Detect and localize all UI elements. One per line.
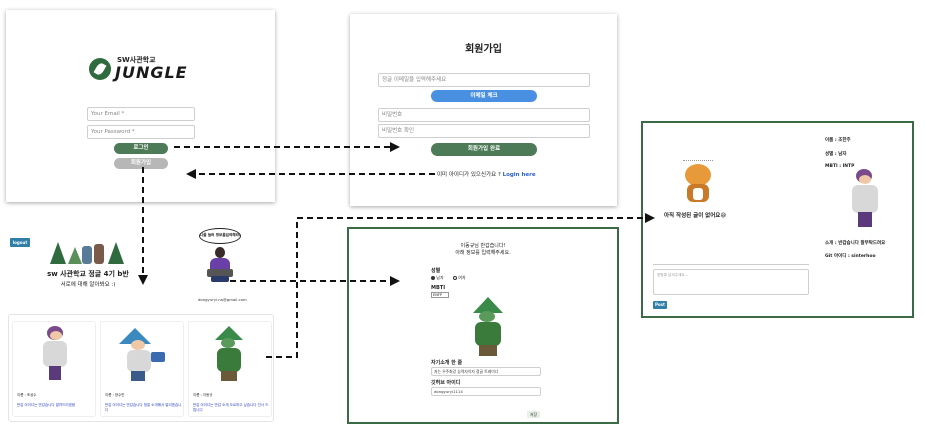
github-label: 깃허브 아이디	[431, 380, 461, 386]
card-desc: 반갑 아이디는 반갑 소개 오르하고 싶습니다 인사 드립니다	[193, 403, 269, 412]
gender-radio-male[interactable]: 남자	[431, 275, 444, 281]
list-item[interactable]: 이름 : 이동규 반갑 아이디는 반갑 소개 오르하고 싶습니다 인사 드립니다	[188, 321, 272, 417]
instruction: 아래 정보를 입력해주세요.	[455, 250, 511, 256]
login-panel: SW사관학교 JUNGLE Your Email * Your Password…	[6, 10, 275, 202]
character-icon	[467, 297, 511, 357]
bear-icon	[681, 160, 715, 204]
card-desc: 반갑 아이디는 반갑습니다 정말 소개해서 알리겠습니다	[105, 403, 182, 412]
character-icon	[846, 169, 886, 229]
intro-input[interactable]: 저는 우주최강 능력자이자 정글 트레이너	[431, 367, 541, 376]
logo-big-text: JUNGLE	[115, 63, 188, 82]
profile-form-panel: 이동규님 반갑습니다! 아래 정보를 입력해주세요. 성별 남자 여자 MBTI…	[347, 227, 619, 424]
person-icon	[207, 247, 233, 283]
gender-radio-female[interactable]: 여자	[453, 275, 466, 281]
banner: sw 사관학교 정글 4기 b반 서로에 대해 알아봐요 :)	[38, 236, 138, 294]
logo-small-text: SW사관학교	[117, 56, 156, 64]
login-button[interactable]: 로그인	[114, 143, 168, 154]
mbti-select[interactable]: ENFP	[431, 292, 449, 298]
detail-gender: 성별 : 남자	[825, 152, 847, 157]
user-avatar[interactable]: 나를 눌러 정보를입력해라!	[195, 228, 245, 286]
login-here-link[interactable]: Login here	[502, 172, 536, 178]
detail-mbti: MBTI : INTP	[825, 164, 855, 169]
login-prompt-text: 이미 아이디가 있으신가요 ?	[437, 172, 501, 178]
jungle-email-input[interactable]: 정글 이메일을 입력해주세요	[378, 73, 590, 87]
speech-bubble: 나를 눌러 정보를입력해라!	[199, 228, 241, 244]
login-prompt: 이미 아이디가 있으신가요 ? Login here	[437, 170, 536, 178]
github-input[interactable]: dongyuryi1114	[431, 387, 541, 396]
email-input[interactable]: Your Email *	[87, 107, 195, 121]
list-item[interactable]: 이름 : 양수빈 반갑 아이디는 반갑습니다 정말 소개해서 알리겠습니다	[100, 321, 184, 417]
empty-posts-text: 아직 작성된 글이 없어요😅	[664, 213, 727, 219]
character-icon	[37, 326, 73, 382]
radio-icon	[431, 276, 435, 280]
password-confirm-input[interactable]: 비밀번호 확인	[378, 124, 590, 138]
gender-option-female: 여자	[458, 275, 466, 280]
leaf-icon	[89, 58, 111, 80]
card-name: 이름 : 양수빈	[105, 393, 125, 397]
post-button[interactable]: Post	[653, 301, 667, 309]
comment-textarea[interactable]: 방명록 남겨주세요...	[653, 269, 809, 295]
comment-placeholder: 방명록 남겨주세요...	[657, 273, 689, 277]
banner-title: sw 사관학교 정글 4기 b반	[47, 270, 129, 278]
signup-submit-button[interactable]: 회원가입 완료	[431, 143, 537, 156]
detail-github: Git 아이디 : sinterhoo	[825, 254, 876, 259]
character-icon	[211, 326, 251, 382]
arrow-card-to-detail	[266, 213, 655, 358]
signup-title: 회원가입	[465, 44, 502, 55]
jungle-logo: SW사관학교 JUNGLE	[89, 55, 199, 85]
password-input[interactable]: Your Password *	[87, 125, 195, 139]
bubble-text: 나를 눌러 정보를입력해라!	[200, 233, 241, 237]
email-check-button[interactable]: 이메일 체크	[431, 90, 537, 102]
password-input[interactable]: 비밀번호	[378, 108, 590, 122]
gender-option-male: 남자	[436, 275, 444, 280]
radio-icon	[453, 276, 457, 280]
user-email: dongyuryi.na@gmail.com	[198, 297, 247, 302]
mbti-value: ENFP	[433, 293, 442, 297]
card-name: 이름 : 조상수	[17, 393, 37, 397]
detail-intro: 소개 : 반갑습니다 잘부탁드려요	[825, 241, 886, 246]
signup-button[interactable]: 회원가입	[114, 158, 168, 169]
card-list: 이름 : 조상수 반갑 아이디는 반갑습니다 알려드리겠음 이름 : 양수빈 반…	[8, 314, 274, 422]
logout-button[interactable]: logout	[10, 238, 30, 247]
trees-icon	[50, 240, 126, 264]
card-name: 이름 : 이동규	[193, 393, 213, 397]
banner-subtitle: 서로에 대해 알아봐요 :)	[60, 282, 116, 288]
mbti-label: MBTI	[431, 285, 446, 291]
intro-label: 자기소개 한 줄	[431, 360, 463, 366]
divider	[653, 264, 809, 265]
detail-name: 이름 : 조한주	[825, 138, 851, 143]
greeting: 이동규님 반갑습니다!	[460, 243, 506, 249]
detail-panel: 아직 작성된 글이 없어요😅 이름 : 조한주 성별 : 남자 MBTI : I…	[641, 121, 914, 318]
gender-label: 성별	[431, 268, 441, 274]
list-item[interactable]: 이름 : 조상수 반갑 아이디는 반갑습니다 알려드리겠음	[12, 321, 96, 417]
save-button[interactable]: 저장	[527, 411, 540, 418]
character-icon	[119, 326, 167, 382]
card-desc: 반갑 아이디는 반갑습니다 알려드리겠음	[17, 403, 76, 407]
